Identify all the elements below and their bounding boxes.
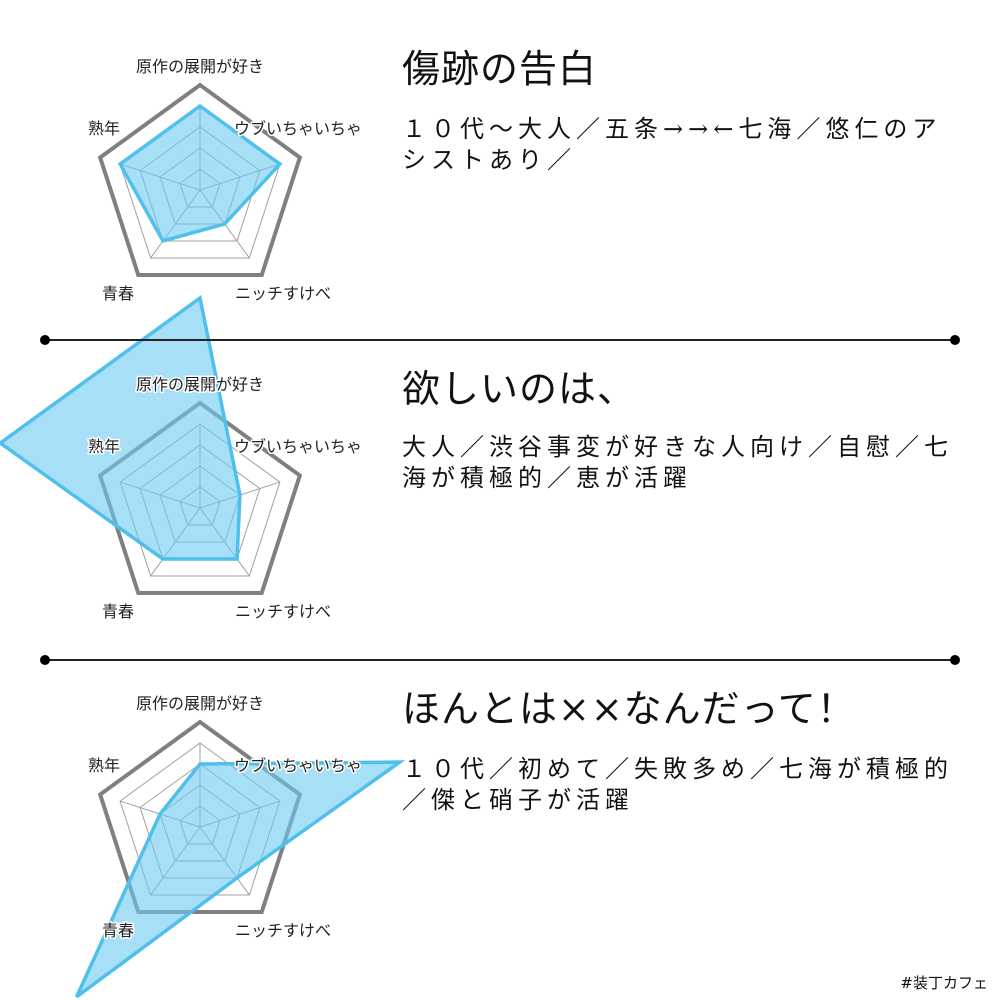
radar-chart-2 xyxy=(0,294,303,595)
section-3-description: １０代／初めて／失敗多め／七海が積極的 ／傑と硝子が活躍 xyxy=(402,754,953,816)
divider-dot xyxy=(40,335,50,345)
section-3-line: １０代／初めて／失敗多め／七海が積極的 xyxy=(402,755,953,783)
data-polygon xyxy=(117,103,283,244)
axis-labels-layer: 原作の展開が好きウブいちゃいちゃニッチすけべ青春熟年原作の展開が好きウブいちゃい… xyxy=(86,56,363,942)
section-3-title: ほんとは××なんだって！ xyxy=(402,687,856,731)
axis-label: ニッチすけべ xyxy=(235,602,331,621)
axis-label: 熟年 xyxy=(88,437,120,456)
divider-dot xyxy=(950,335,960,345)
axis-label: ニッチすけべ xyxy=(235,284,331,303)
section-1-line: シストあり／ xyxy=(402,146,576,174)
axis-label: 熟年 xyxy=(88,119,120,138)
outer-ring xyxy=(97,82,303,277)
section-divider-1 xyxy=(40,335,960,345)
axis-label: 原作の展開が好き xyxy=(136,375,264,394)
axis-label: 原作の展開が好き xyxy=(136,57,264,76)
divider-dot xyxy=(950,655,960,665)
section-2-title: 欲しいのは、 xyxy=(402,367,637,411)
section-3-line: ／傑と硝子が活躍 xyxy=(402,786,634,814)
axis-label: 青春 xyxy=(102,284,134,303)
section-2-line: 大人／渋谷事変が好きな人向け／自慰／七 xyxy=(402,433,953,461)
data-polygon xyxy=(74,760,406,999)
axis-label: 青春 xyxy=(102,921,134,940)
section-divider-2 xyxy=(40,655,960,665)
radar-chart-1 xyxy=(97,82,303,277)
axis-label: 熟年 xyxy=(88,756,120,775)
axis-label: ウブいちゃいちゃ xyxy=(234,756,362,775)
divider-dot xyxy=(40,655,50,665)
section-1-description: １０代〜大人／五条→→←七海／悠仁のア シストあり／ xyxy=(402,114,941,176)
axis-label: 原作の展開が好き xyxy=(136,694,264,713)
axis-label: ニッチすけべ xyxy=(235,921,331,940)
axis-label: 青春 xyxy=(102,602,134,621)
data-polygon xyxy=(0,294,242,561)
section-1-title: 傷跡の告白 xyxy=(402,47,598,91)
footer-hashtag: #装丁カフェ xyxy=(900,974,988,992)
axis-label: ウブいちゃいちゃ xyxy=(234,119,362,138)
radar-chart-3 xyxy=(74,719,406,999)
section-1-line: １０代〜大人／五条→→←七海／悠仁のア xyxy=(402,115,942,143)
section-2-description: 大人／渋谷事変が好きな人向け／自慰／七 海が積極的／恵が活躍 xyxy=(402,432,953,494)
axis-label: ウブいちゃいちゃ xyxy=(234,437,362,456)
section-2-line: 海が積極的／恵が活躍 xyxy=(402,464,692,492)
